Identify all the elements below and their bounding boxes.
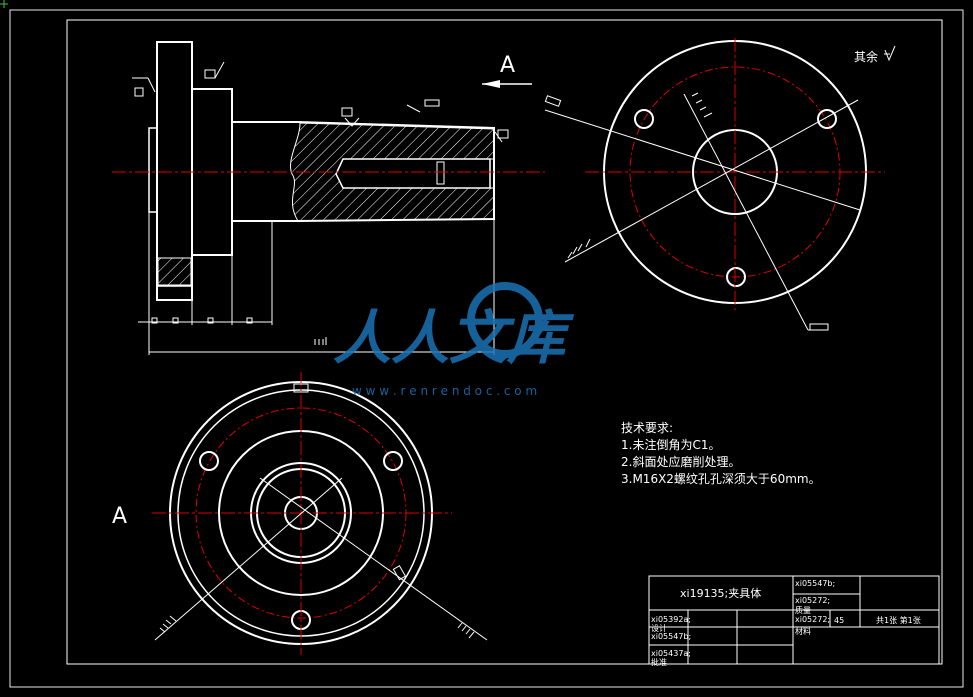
corner-marker: [0, 0, 8, 8]
watermark-logo-icon: [467, 282, 543, 358]
title-ref-3: xi05272;: [795, 615, 830, 624]
watermark-brand: 人人文库: [333, 304, 575, 372]
title-ref-1: xi05547b;: [795, 579, 835, 588]
title-part-name: xi19135;夹具体: [680, 586, 761, 600]
sheet-outer-frame: [9, 9, 964, 688]
watermark-url: w w w . r e n r e n d o c . c o m: [352, 384, 537, 398]
section-hatch-small: [157, 257, 192, 286]
section-hatch: [290, 122, 495, 222]
title-ref-2-sub: 质量: [795, 605, 811, 615]
title-left-3-sub: 批准: [651, 657, 667, 667]
title-sheets: 共1张 第1张: [876, 615, 921, 625]
title-scale: 45: [834, 616, 844, 625]
right-view: [544, 38, 885, 331]
tech-item: 1.未注倒角为C1。: [621, 438, 721, 452]
title-left-3: xi05437a;: [651, 649, 691, 658]
title-left-1: xi05392a;: [651, 615, 691, 624]
technical-requirements: 技术要求: 1.未注倒角为C1。 2.斜面处应磨削处理。 3.M16X2螺纹孔孔…: [621, 420, 821, 488]
title-block: [648, 575, 940, 665]
watermark: 人人文库 w w w . r e n r e n d o c . c o m: [333, 282, 575, 398]
title-ref-2: xi05272;: [795, 596, 830, 605]
sheet-inner-frame: [66, 19, 943, 665]
surface-finish-symbols: [132, 61, 509, 143]
surface-note: 其余: [854, 49, 878, 64]
view-arrow: [482, 80, 532, 88]
view-a: [152, 372, 488, 655]
tech-item: 3.M16X2螺纹孔孔深须大于60mm。: [621, 472, 821, 486]
view-label-top: A: [500, 53, 515, 78]
surface-note-symbol: [884, 45, 896, 62]
tech-item: 2.斜面处应磨削处理。: [621, 455, 741, 469]
tech-title: 技术要求:: [621, 421, 674, 435]
title-left-1-sub: 设计: [651, 623, 667, 633]
title-left-2: xi05547b;: [651, 632, 691, 641]
title-material: 材料: [795, 626, 811, 636]
view-label-left: A: [112, 504, 127, 529]
